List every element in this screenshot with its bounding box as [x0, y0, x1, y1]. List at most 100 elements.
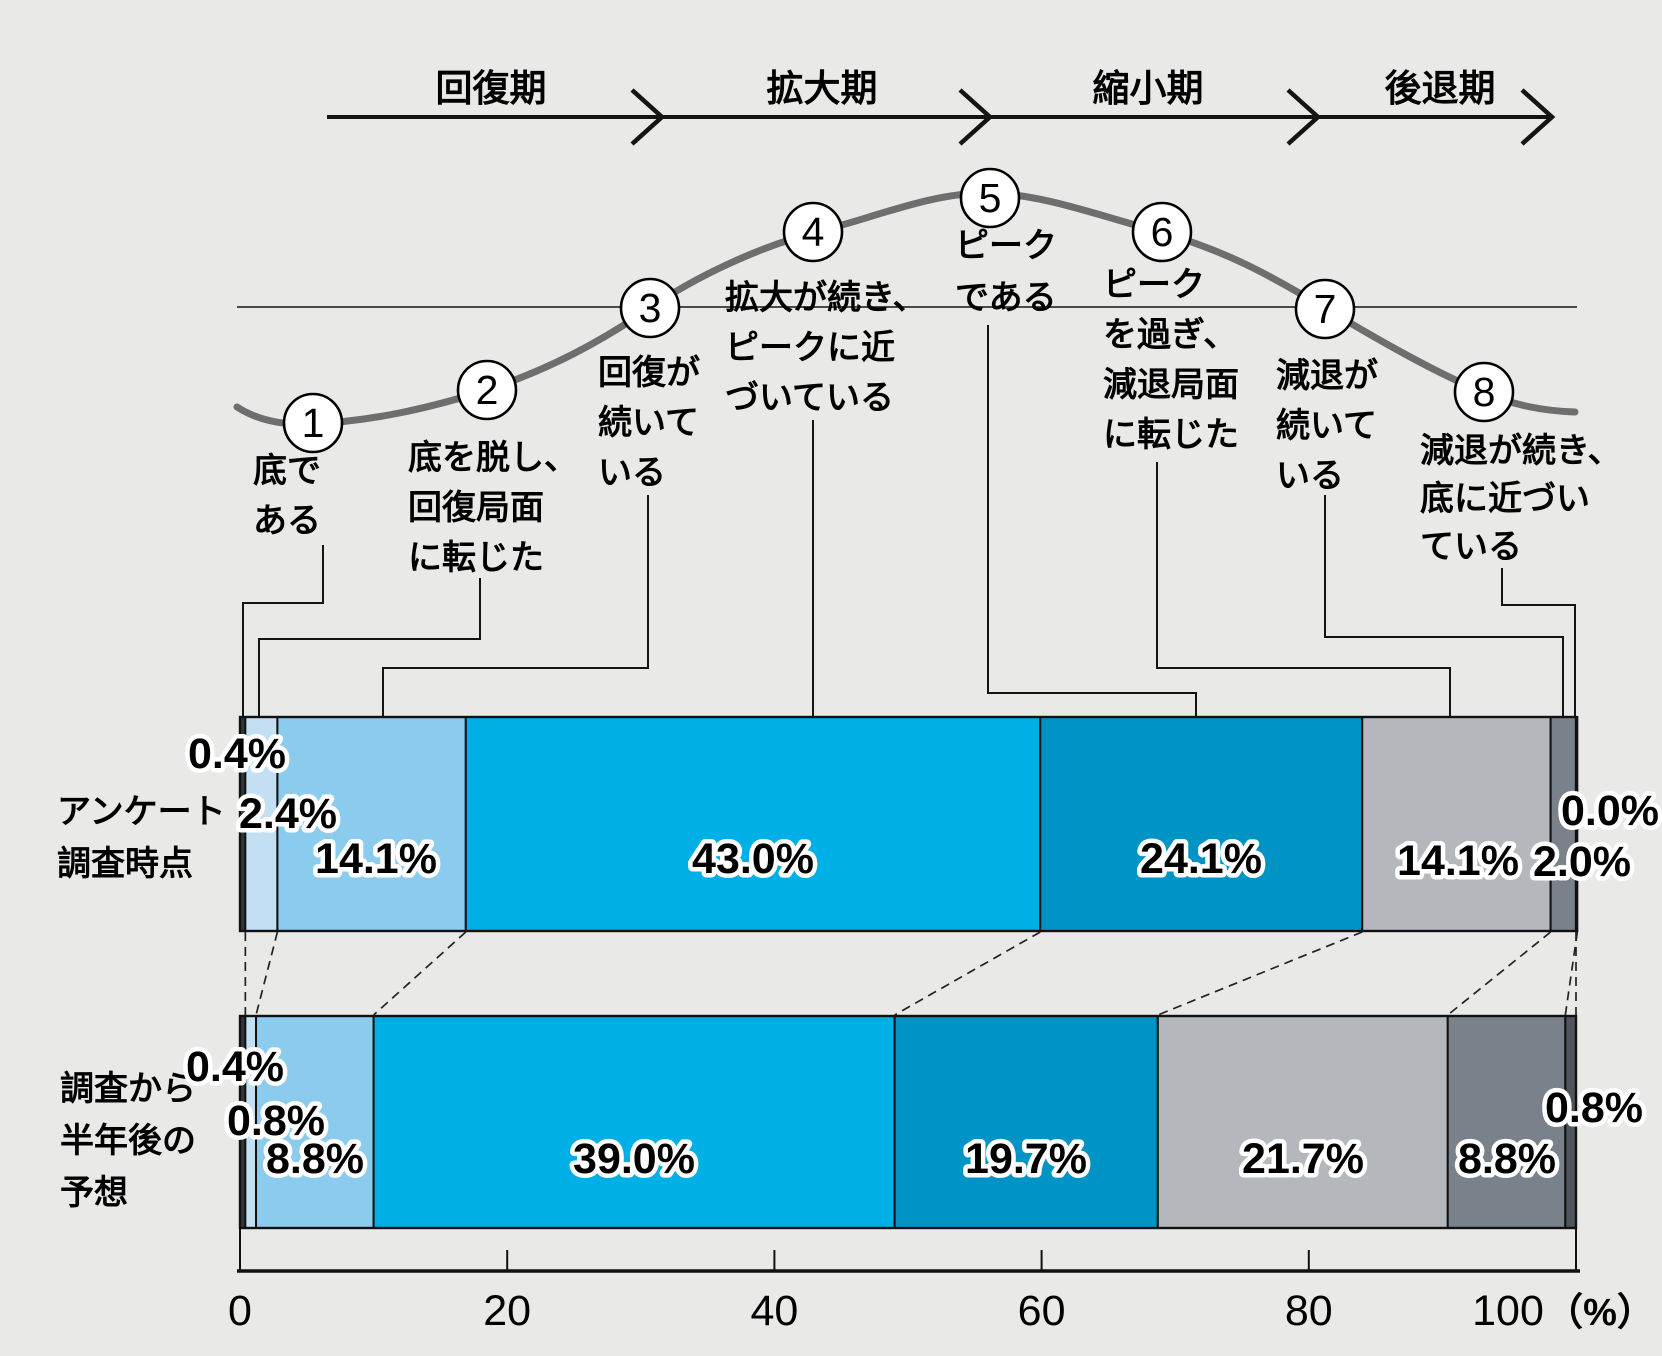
phase-arrowhead-icon — [1520, 88, 1556, 146]
leader-line-stage-6 — [1156, 462, 1451, 716]
stage-label-line: づいている — [725, 379, 894, 417]
phase-label: 縮小期 — [1093, 68, 1204, 109]
x-axis-unit: （%） — [1545, 1292, 1655, 1334]
bar-segment-row2-stage6 — [1156, 1015, 1449, 1229]
leader-line-stage-7 — [1324, 495, 1564, 716]
value-label-row1-stage2: 2.4% — [239, 790, 337, 838]
stage-label-line: 底を脱し、 — [408, 439, 578, 477]
value-label-row2-stage2: 0.8% — [227, 1097, 325, 1145]
value-label-row2-stage1: 0.4% — [186, 1043, 284, 1091]
stage-label-line: 減退が — [1276, 357, 1378, 395]
stage-number: 4 — [802, 209, 825, 255]
phase-label: 後退期 — [1385, 68, 1496, 109]
bar-segment-row2-stage4 — [372, 1015, 896, 1229]
stage-circle — [782, 201, 844, 263]
bar-segment-row1-stage4 — [464, 716, 1042, 932]
stage-label-line: いる — [598, 454, 666, 492]
value-label-row1-stage1: 0.4% — [188, 730, 286, 778]
leader-line-stage-2 — [258, 578, 481, 716]
phase-label: 回復期 — [436, 68, 547, 109]
bar-segment-row1-stage5 — [1039, 716, 1364, 932]
row-label-line: 予想 — [60, 1174, 128, 1212]
leader-line-stage-5 — [987, 325, 1197, 716]
bar-outline-row2 — [238, 1014, 1578, 1230]
stage-circle — [1453, 361, 1515, 423]
value-label-row2-stage6: 21.7% — [1242, 1135, 1364, 1183]
stage-number: 3 — [639, 285, 662, 331]
bar-segment-row1-stage3 — [276, 716, 467, 932]
stage-label-line: ピーク — [1103, 266, 1205, 304]
phase-arrowhead-icon — [958, 88, 994, 146]
bar-segment-row2-stage3 — [255, 1015, 375, 1229]
row-label-line: 半年後の — [60, 1122, 196, 1160]
dashed-connector — [255, 931, 279, 1016]
cycle-curve — [233, 189, 1579, 428]
value-label-row2-stage4: 39.0% — [573, 1135, 695, 1183]
bar-segment-row1-stage7 — [1549, 716, 1579, 932]
bar-segment-row1-stage6 — [1361, 716, 1552, 932]
stage-number: 5 — [979, 175, 1002, 221]
stage-number: 2 — [476, 367, 499, 413]
phase-arrowhead-icon — [1286, 88, 1322, 146]
bar-segment-row2-stage7 — [1446, 1015, 1567, 1229]
stage-number: 7 — [1314, 286, 1337, 332]
dashed-connector — [894, 931, 1041, 1016]
row-label-line: 調査時点 — [57, 845, 193, 883]
dashed-connector — [1564, 931, 1579, 1016]
phase-label: 拡大期 — [767, 68, 878, 109]
value-label-row1-stage7: 2.0% — [1533, 838, 1631, 886]
bar-outline-row1 — [238, 715, 1578, 933]
row-label-line: 調査から — [60, 1070, 196, 1108]
stage-label-line: 拡大が続き、 — [725, 279, 927, 317]
x-axis-tick-label: 60 — [1018, 1287, 1066, 1335]
stage-label-line: ている — [1420, 528, 1522, 566]
stage-number: 1 — [302, 400, 325, 446]
stage-circle — [619, 277, 681, 339]
x-axis-tick-label: 40 — [750, 1287, 798, 1335]
stage-label-line: いる — [1276, 457, 1344, 495]
row-label-line: アンケート — [57, 793, 226, 831]
leader-line-stage-1 — [242, 545, 324, 716]
stage-circle — [456, 359, 518, 421]
stage-label-line: ピーク — [955, 227, 1057, 265]
stage-label-line: 減退が続き、 — [1420, 432, 1622, 470]
value-label-row1-stage8: 0.0% — [1561, 787, 1659, 835]
stage-circle — [1131, 201, 1193, 263]
x-axis-tick-label: 0 — [228, 1287, 252, 1335]
x-axis-tick-label: 80 — [1285, 1287, 1333, 1335]
stage-label-line: 減退局面 — [1103, 366, 1239, 404]
bar-segment-row1-stage2 — [244, 716, 279, 932]
value-label-row1-stage6: 14.1% — [1397, 837, 1519, 885]
bar-segment-row2-stage5 — [893, 1015, 1159, 1229]
stage-label-line: 底に近づい — [1420, 480, 1590, 518]
stage-label-line: 回復局面 — [408, 489, 544, 527]
dashed-connector — [373, 931, 467, 1016]
stage-label-line: に転じた — [1103, 416, 1239, 454]
stage-circle — [1294, 278, 1356, 340]
value-label-row2-stage7: 8.8% — [1458, 1135, 1556, 1183]
value-label-row2-stage3: 8.8% — [266, 1135, 364, 1183]
phase-arrowhead-icon — [630, 88, 666, 146]
stage-label-line: 続いて — [598, 404, 699, 442]
stage-label-line: ピークに近 — [725, 329, 895, 367]
stage-number: 8 — [1473, 369, 1496, 415]
leader-line-stage-3 — [382, 495, 649, 716]
stage-circle — [282, 392, 344, 454]
stage-label-line: である — [955, 279, 1057, 317]
stage-label-line: に転じた — [408, 539, 544, 577]
value-label-row1-stage4: 43.0% — [692, 835, 814, 883]
value-label-row1-stage3: 14.1% — [315, 835, 437, 883]
stage-circle — [959, 167, 1021, 229]
stage-label-line: 底で — [253, 452, 321, 490]
leader-line-stage-8 — [1501, 568, 1576, 716]
stage-label-line: ある — [253, 502, 321, 540]
x-axis-tick-label: 100 — [1472, 1287, 1544, 1335]
stage-label-line: を過ぎ、 — [1103, 316, 1237, 354]
value-label-row2-stage8: 0.8% — [1545, 1084, 1643, 1132]
value-label-row1-stage5: 24.1% — [1140, 835, 1262, 883]
x-axis-tick-label: 20 — [483, 1287, 531, 1335]
dashed-connector — [1157, 931, 1363, 1016]
stage-number: 6 — [1151, 209, 1174, 255]
